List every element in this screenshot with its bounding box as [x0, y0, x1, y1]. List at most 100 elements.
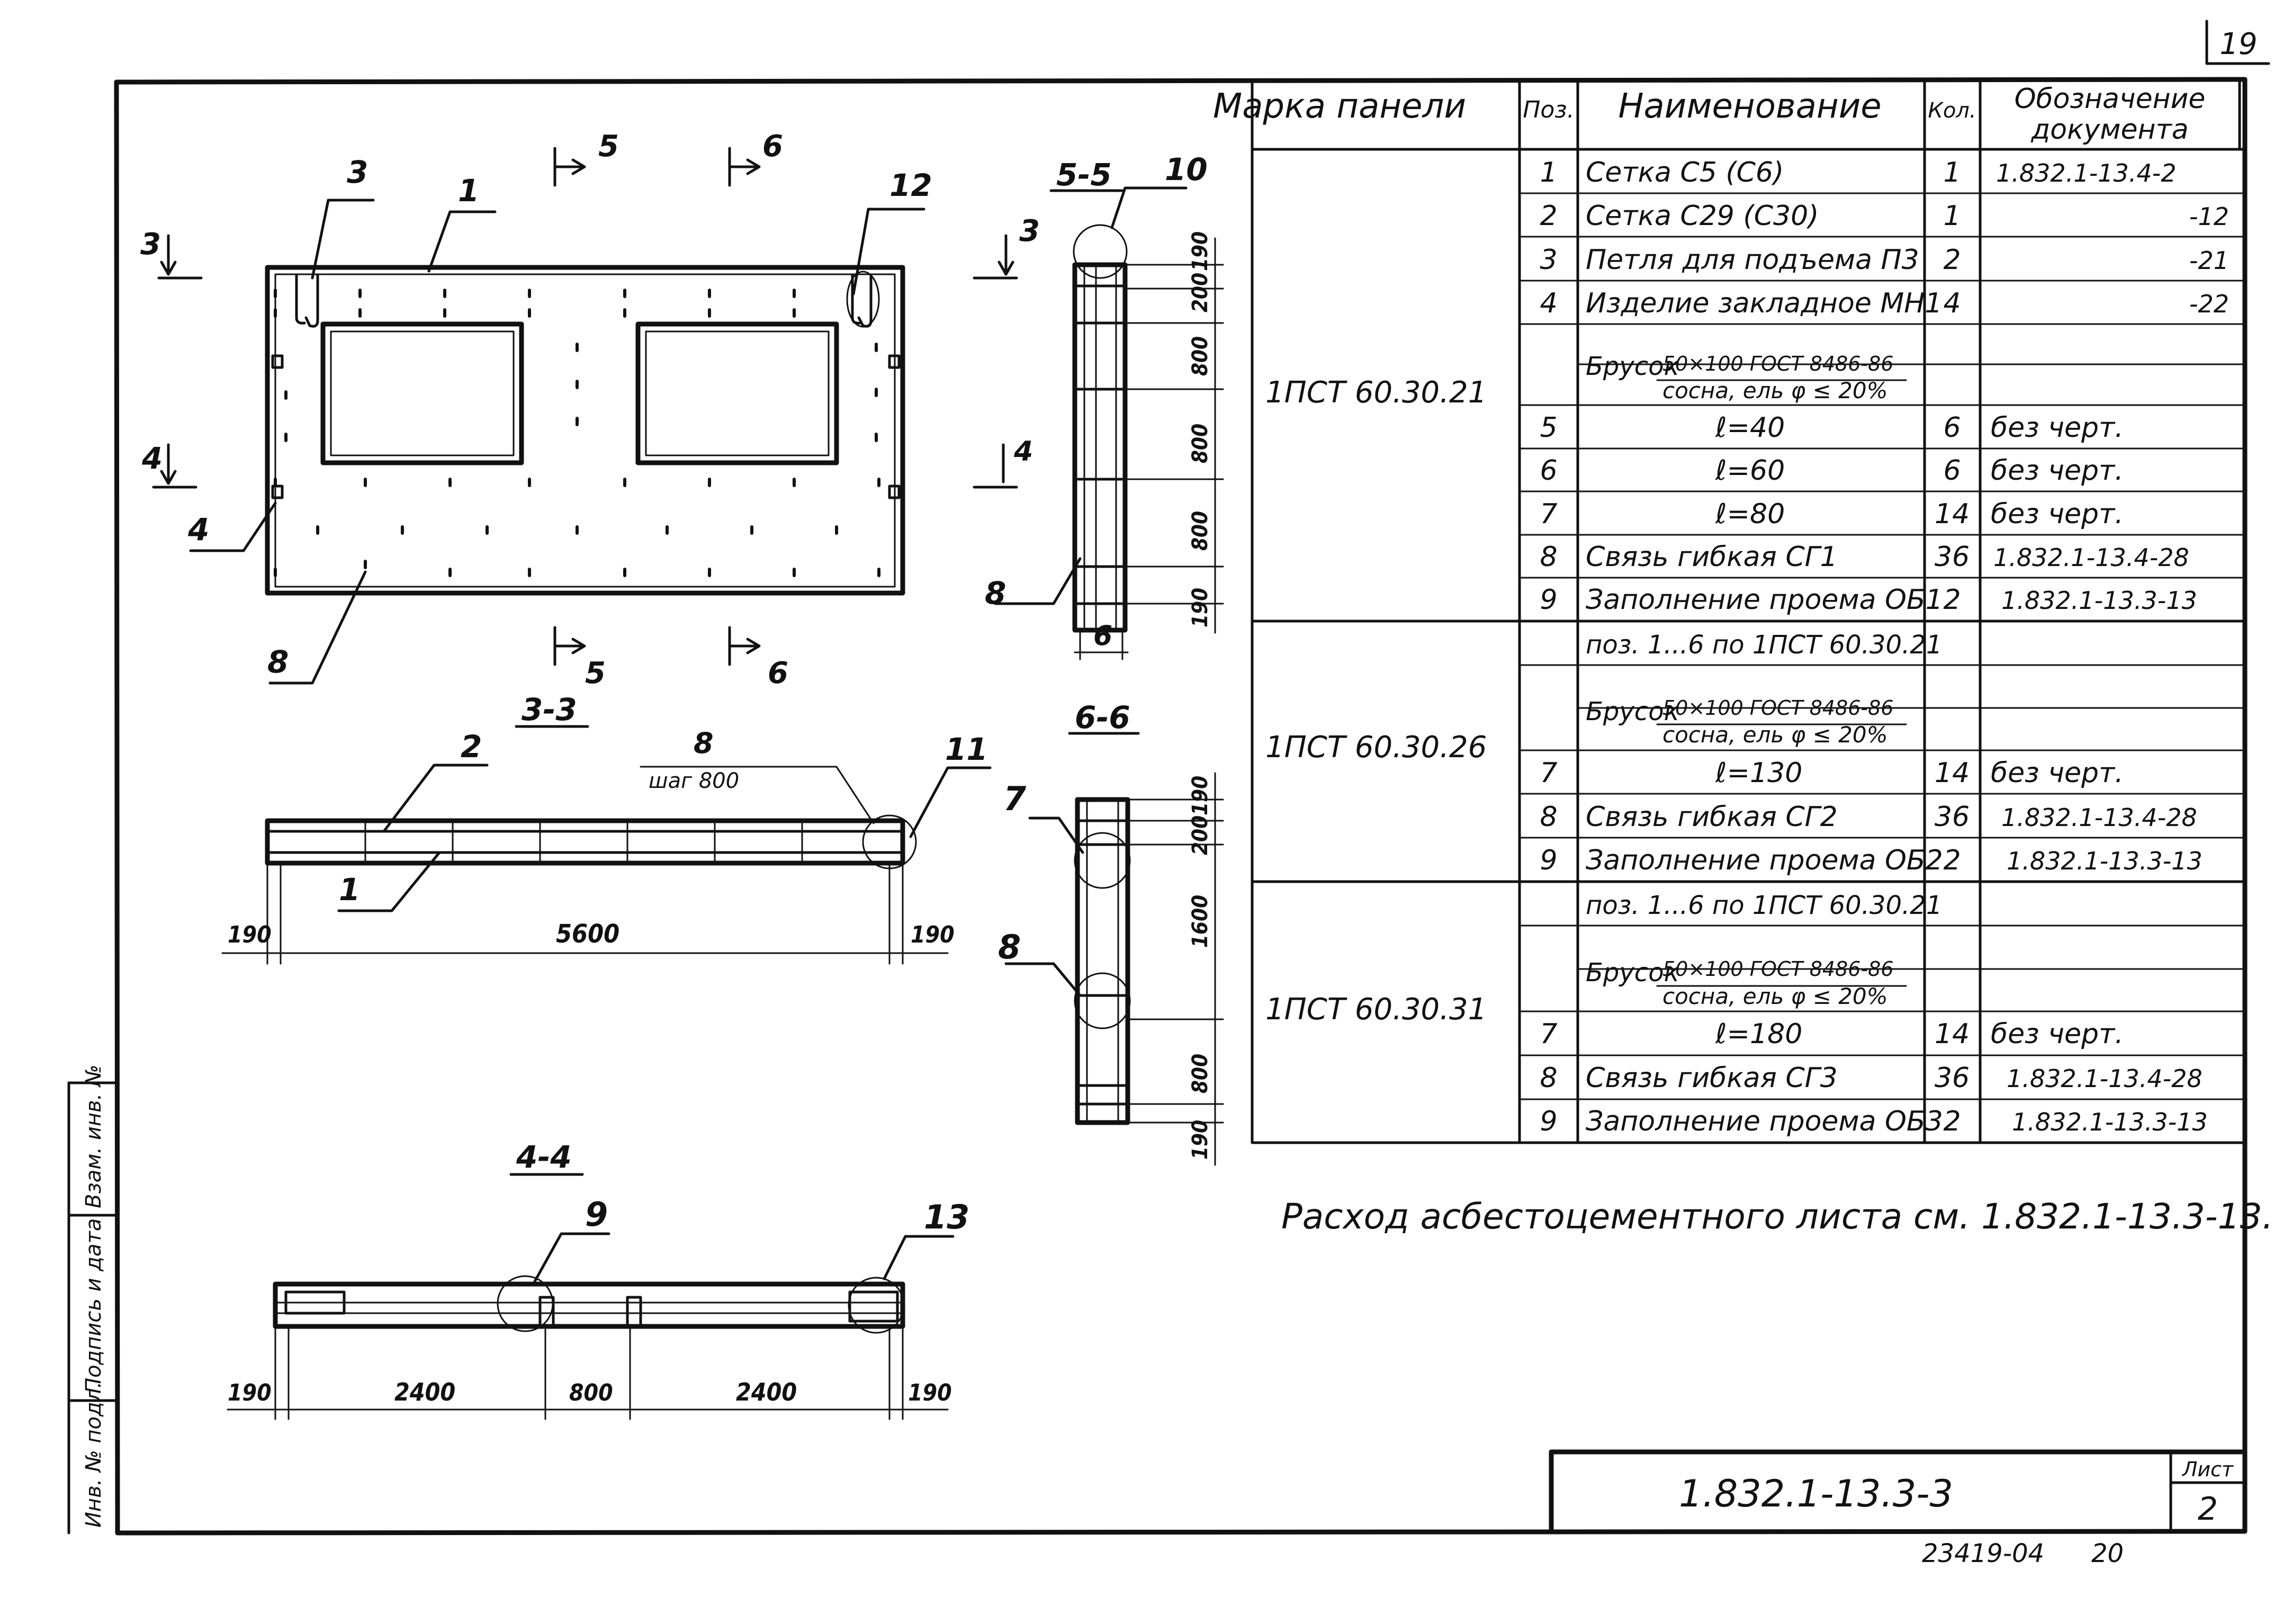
callout-12: 12: [889, 167, 932, 203]
row-name: Заполнение проема ОБ2: [1586, 845, 1943, 876]
stamp-inv-no: Инв. № подл.: [82, 1381, 106, 1528]
callout-7-leader: [1028, 817, 1084, 854]
frac-bottom: сосна, ель φ ≤ 20%: [1662, 378, 1888, 403]
frac-top: 50×100 ГОСТ 8486-86: [1662, 696, 1893, 720]
dim-66: 800: [1188, 1054, 1212, 1093]
dim-55: 200: [1188, 273, 1212, 312]
row-pos: 1: [1540, 157, 1557, 189]
cut-label-4-right: 4: [1013, 436, 1033, 468]
flexible-ties-grid: [274, 289, 880, 577]
page-number: 19: [2219, 27, 2257, 61]
row-doc: без черт.: [1991, 412, 2124, 444]
callout-3: 3: [347, 154, 368, 190]
row-pos: 5: [1540, 412, 1557, 444]
dim-44: 2400: [394, 1378, 455, 1406]
pitch-label: шаг 800: [649, 769, 739, 793]
row-doc: 1.832.1-13.4-28: [2007, 1064, 2203, 1093]
section-4-4-view: [227, 1275, 949, 1420]
cut-label-3-right: 3: [1019, 214, 1040, 248]
dim-66: 1600: [1188, 895, 1212, 948]
stamp-replaced-inv: Взам. инв. №: [82, 1064, 106, 1208]
row-name: Брусок: [1586, 958, 1679, 988]
title-block: [1549, 1449, 2248, 1534]
group-1-rows: 1 Сетка С5 (С6) 1 1.832.1-13.4-2 2 Сетка…: [1540, 157, 2229, 616]
row-qty: 6: [1943, 412, 1961, 444]
sheet-label: Лист: [2181, 1458, 2234, 1481]
panel-mark-1: 1ПСТ 60.30.21: [1265, 375, 1487, 410]
row-doc: -22: [2189, 290, 2229, 318]
section-6-6-dimension-line: [1127, 772, 1224, 1166]
row-qty: 36: [1935, 801, 1970, 833]
pitch-leader: [640, 766, 875, 824]
row-pos: 7: [1540, 757, 1557, 789]
stamp-signature-date: Подпись и дата: [82, 1218, 106, 1394]
dim-55: 800: [1188, 336, 1212, 376]
header-mark: Марка панели: [1213, 87, 1466, 126]
section-title-5-5: 5-5: [1056, 157, 1112, 193]
row-doc: без черт.: [1991, 1018, 2124, 1050]
cut-label-5-bottom: 5: [585, 656, 606, 690]
row-doc: -21: [2189, 246, 2229, 275]
callout-4: 4: [187, 512, 209, 548]
row-pos: 9: [1540, 584, 1557, 616]
panel-mark-3: 1ПСТ 60.30.31: [1265, 992, 1487, 1027]
section-5-5-view: [1072, 224, 1129, 660]
row-doc: -12: [2189, 202, 2229, 231]
spec-table-grid: [1251, 79, 2246, 1144]
row-qty: 14: [1935, 1018, 1970, 1050]
row-name: Сетка С29 (С30): [1586, 200, 1819, 232]
row-name: поз. 1...6 по 1ПСТ 60.30.21: [1586, 891, 1942, 920]
row-doc: без черт.: [1991, 498, 2124, 530]
row-name: Сетка С5 (С6): [1586, 157, 1784, 189]
panel-front-view: [265, 265, 905, 596]
callout-11: 11: [945, 731, 988, 767]
dim-33: 190: [228, 921, 272, 948]
callout-7: 7: [1003, 779, 1027, 818]
row-name: Изделие закладное МН1: [1586, 288, 1942, 319]
row-pos: 9: [1540, 845, 1557, 876]
panel-mark-2: 1ПСТ 60.30.26: [1265, 730, 1487, 765]
callout-1-leader-33: [337, 851, 441, 912]
row-qty: 2: [1943, 845, 1961, 876]
row-pos: 9: [1540, 1106, 1557, 1137]
row-qty: 1: [1943, 200, 1961, 232]
section-cut-markers: [152, 147, 1018, 666]
dim-55: 800: [1188, 511, 1212, 551]
group-3-rows: поз. 1...6 по 1ПСТ 60.30.21 Брусок 50×10…: [1540, 891, 2207, 1137]
row-pos: 8: [1540, 1062, 1557, 1094]
callout-8-leader-55: [994, 557, 1082, 605]
row-doc: 1.832.1-13.4-2: [1996, 159, 2176, 187]
sheet-number: 2: [2198, 1491, 2218, 1528]
row-qty: 2: [1943, 584, 1961, 616]
dim-33: 190: [911, 921, 955, 948]
callout-13-leader: [883, 1235, 955, 1280]
callout-8-leader-66: [1004, 962, 1082, 997]
row-qty: 2: [1943, 1106, 1961, 1137]
group-2-rows: поз. 1...6 по 1ПСТ 60.30.21 Брусок 50×10…: [1540, 630, 2202, 876]
row-name: Связь гибкая СГ1: [1586, 541, 1838, 573]
row-doc: 1.832.1-13.3-13: [2007, 847, 2203, 875]
front-callout-leaders: [189, 199, 925, 685]
row-name: ℓ=130: [1715, 757, 1802, 789]
thickness-label: 6: [1093, 620, 1112, 652]
callout-1-33: 1: [339, 872, 360, 908]
row-name: Заполнение проема ОБ1: [1586, 584, 1943, 616]
row-name: ℓ=40: [1715, 412, 1785, 444]
dim-55: 800: [1188, 424, 1212, 463]
cut-label-5-top: 5: [598, 129, 619, 164]
section-title-4-4: 4-4: [516, 1139, 572, 1175]
row-qty: 1: [1943, 157, 1961, 189]
callout-8-66: 8: [998, 928, 1021, 966]
row-qty: 14: [1935, 757, 1970, 789]
callout-8: 8: [267, 644, 289, 680]
callout-11-leader: [909, 766, 992, 838]
row-qty: 36: [1935, 1062, 1970, 1094]
row-qty: 4: [1943, 288, 1961, 319]
cut-label-6-bottom: 6: [768, 656, 788, 690]
section-6-6-view: [1074, 797, 1131, 1125]
row-name: Брусок: [1586, 697, 1679, 726]
archive-number: 23419-04: [1922, 1539, 2044, 1568]
frac-bottom: сосна, ель φ ≤ 20%: [1662, 983, 1888, 1009]
row-qty: 36: [1935, 541, 1970, 573]
row-name: ℓ=80: [1715, 498, 1785, 530]
